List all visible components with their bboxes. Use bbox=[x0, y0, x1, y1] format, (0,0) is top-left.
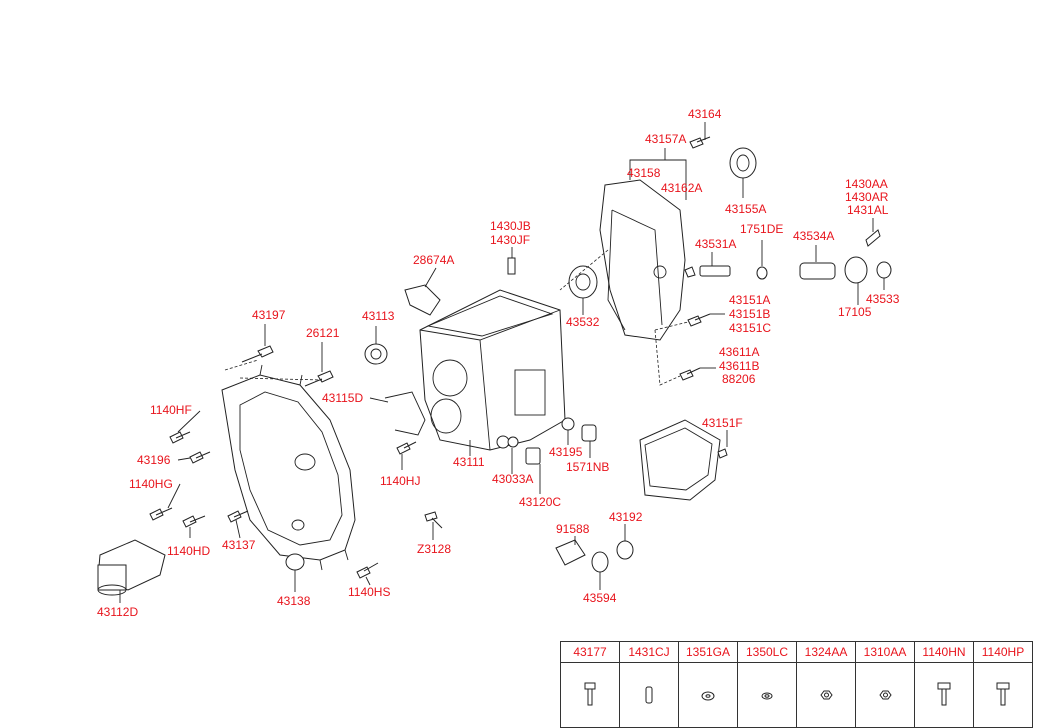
table-header-cell: 43177 bbox=[560, 641, 620, 663]
bolts bbox=[149, 136, 728, 579]
part-label-43195: 43195 bbox=[549, 445, 583, 459]
part-label-26121: 26121 bbox=[306, 326, 340, 340]
part-label-43120C: 43120C bbox=[519, 495, 562, 509]
part-label-43137: 43137 bbox=[222, 538, 256, 552]
part-label-43162A: 43162A bbox=[661, 181, 703, 195]
table-header-cell: 1324AA bbox=[796, 641, 856, 663]
washer-icon bbox=[701, 691, 715, 700]
hardware-table: 43177 1431CJ 1351GA 1350LC 1324AA 1310AA… bbox=[560, 641, 1033, 728]
part-label-43115D: 43115D bbox=[322, 391, 364, 405]
table-header-cell: 1351GA bbox=[678, 641, 738, 663]
part-label-43157A: 43157A bbox=[645, 132, 687, 146]
part-label-43111: 43111 bbox=[453, 455, 485, 469]
part-label-43534A: 43534A bbox=[793, 229, 835, 243]
part-label-43192: 43192 bbox=[609, 510, 643, 524]
table-header-cell: 1350LC bbox=[737, 641, 797, 663]
leader-lines bbox=[119, 122, 885, 603]
part-label-1430JF: 1430JF bbox=[490, 233, 531, 247]
part-label-43611A: 43611A bbox=[719, 345, 760, 359]
part-label-43197: 43197 bbox=[252, 308, 286, 322]
part-label-43196: 43196 bbox=[137, 453, 171, 467]
nut-icon bbox=[820, 690, 833, 699]
part-label-1431AL: 1431AL bbox=[847, 203, 889, 217]
bolt-icon bbox=[584, 682, 596, 705]
bolt-icon bbox=[996, 682, 1010, 705]
hardware-table-icons bbox=[560, 662, 1033, 728]
hardware-table-header: 43177 1431CJ 1351GA 1350LC 1324AA 1310AA… bbox=[560, 641, 1033, 663]
table-header-cell: 1310AA bbox=[855, 641, 915, 663]
part-label-43164: 43164 bbox=[688, 107, 722, 121]
rear-cover bbox=[599, 179, 686, 341]
washer-icon bbox=[761, 692, 773, 699]
bolt-icon bbox=[937, 682, 951, 705]
part-label-43611B: 43611B bbox=[719, 359, 760, 373]
part-label-1430AA: 1430AA bbox=[845, 177, 888, 191]
part-label-1571NB: 1571NB bbox=[566, 460, 610, 474]
part-label-1751DE: 1751DE bbox=[740, 222, 784, 236]
part-label-1140HG: 1140HG bbox=[129, 477, 173, 491]
part-label-1140HF: 1140HF bbox=[150, 403, 192, 417]
table-header-cell: 1140HN bbox=[914, 641, 974, 663]
part-label-43151B: 43151B bbox=[729, 307, 771, 321]
part-label-43112D: 43112D bbox=[97, 605, 139, 619]
part-label-1140HS: 1140HS bbox=[348, 585, 391, 599]
table-header-cell: 1140HP bbox=[973, 641, 1033, 663]
part-label-43532: 43532 bbox=[566, 315, 600, 329]
part-label-91588: 91588 bbox=[556, 522, 590, 536]
part-label-43151F: 43151F bbox=[702, 416, 743, 430]
part-label-43113: 43113 bbox=[362, 309, 395, 323]
nut-icon bbox=[879, 690, 892, 699]
part-label-28674A: 28674A bbox=[413, 253, 455, 267]
part-label-1140HD: 1140HD bbox=[167, 544, 211, 558]
table-header-cell: 1431CJ bbox=[619, 641, 679, 663]
part-label-43155A: 43155A bbox=[725, 202, 767, 216]
transmission-case bbox=[419, 289, 566, 451]
pin-icon bbox=[645, 686, 653, 703]
part-label-88206: 88206 bbox=[722, 372, 756, 386]
part-label-43158: 43158 bbox=[627, 166, 661, 180]
part-label-43533: 43533 bbox=[866, 292, 900, 306]
side-cover bbox=[639, 419, 721, 501]
part-label-43033A: 43033A bbox=[492, 472, 534, 486]
part-label-43594: 43594 bbox=[583, 591, 617, 605]
part-label-1140HJ: 1140HJ bbox=[380, 474, 421, 488]
part-label-43531A: 43531A bbox=[695, 237, 737, 251]
input-shaft-cover bbox=[97, 539, 166, 596]
part-label-Z3128: Z3128 bbox=[417, 542, 452, 556]
part-label-17105: 17105 bbox=[838, 305, 872, 319]
part-label-1430JB: 1430JB bbox=[490, 219, 531, 233]
part-label-43151A: 43151A bbox=[729, 293, 771, 307]
part-label-43138: 43138 bbox=[277, 594, 311, 608]
small-parts bbox=[285, 147, 892, 573]
part-label-43151C: 43151C bbox=[729, 321, 772, 335]
part-label-1430AR: 1430AR bbox=[845, 190, 889, 204]
